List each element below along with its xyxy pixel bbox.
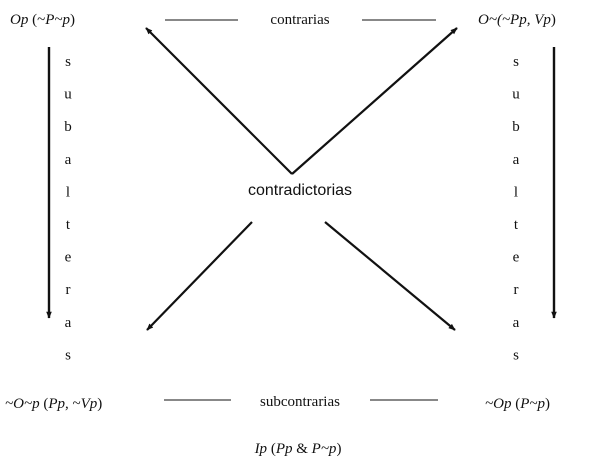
diagonal-arrow-to-bottom-left: [146, 221, 253, 331]
corner-top-left-formula: Op (~P~p): [10, 12, 75, 28]
footer-formula: Ip (Pp & P~p): [254, 441, 342, 457]
corner-bottom-right-segment: ): [545, 396, 550, 412]
corner-bottom-left-formula: ~O~p (Pp, ~Vp): [5, 396, 102, 412]
left-subalterna-letter: t: [66, 217, 71, 233]
left-subalterna-letter: l: [66, 184, 70, 200]
corner-bottom-left-segment: Vp: [81, 396, 98, 412]
corner-bottom-right-segment: P~p: [519, 396, 545, 412]
left-subalterna-letter: e: [65, 250, 72, 266]
left-subalterna-letter: u: [64, 87, 72, 103]
right-subalterna-letter: t: [514, 217, 519, 233]
corner-bottom-left-segment: Pp: [47, 396, 65, 412]
corner-top-left-segment: Op: [10, 12, 29, 28]
subcontrarias-label: subcontrarias: [260, 394, 340, 410]
footer-segment: &: [292, 441, 311, 457]
diagonal-arrow-to-top-left: [145, 27, 293, 175]
right-subalterna-letter: b: [512, 119, 520, 135]
contrarias-label: contrarias: [270, 12, 329, 28]
right-subalterna-letter: l: [514, 184, 518, 200]
corner-bottom-left-segment: , ~: [65, 396, 81, 412]
contradictorias-label: contradictorias: [248, 182, 352, 199]
corner-bottom-right-segment: ~Op: [485, 396, 512, 412]
left-subalterna-letter: r: [66, 282, 71, 298]
right-subalterna-letter: e: [513, 250, 520, 266]
corner-bottom-right-segment: (: [511, 396, 520, 412]
footer-segment: (: [267, 441, 276, 457]
left-subalterna-letter: s: [65, 54, 71, 70]
corner-top-right-segment: ): [551, 12, 556, 28]
footer-segment: P~p: [311, 441, 337, 457]
left-subalterna-letter: a: [65, 315, 72, 331]
right-subalterna-letter: a: [513, 315, 520, 331]
right-subalterna-letter: a: [513, 152, 520, 168]
diagonal-arrow-to-top-right: [291, 27, 458, 175]
right-subalterna-letter: u: [512, 87, 520, 103]
footer-segment: Pp: [275, 441, 293, 457]
left-subalterna-letter: b: [64, 119, 72, 135]
corner-bottom-left-segment: ): [97, 396, 102, 412]
footer-segment: ): [336, 441, 341, 457]
footer-segment: Ip: [254, 441, 268, 457]
left-subalterna-letter: s: [65, 347, 71, 363]
contradictorias-label-background: [238, 176, 364, 202]
corner-top-left-segment: (~: [28, 12, 45, 28]
corner-bottom-left-segment: ~O~p: [5, 396, 40, 412]
diagonal-arrow-to-bottom-right: [324, 221, 456, 331]
corner-top-left-segment: ): [70, 12, 75, 28]
corner-top-left-segment: P~p: [44, 12, 70, 28]
left-subalterna-letter: a: [65, 152, 72, 168]
corner-top-right-segment: O~(~Pp, Vp: [478, 12, 551, 28]
right-subalterna-letter: r: [514, 282, 519, 298]
corner-bottom-left-segment: (: [40, 396, 49, 412]
right-subalterna-letter: s: [513, 54, 519, 70]
corner-bottom-right-formula: ~Op (P~p): [485, 396, 550, 412]
corner-top-right-formula: O~(~Pp, Vp): [478, 12, 556, 28]
right-subalterna-letter: s: [513, 347, 519, 363]
